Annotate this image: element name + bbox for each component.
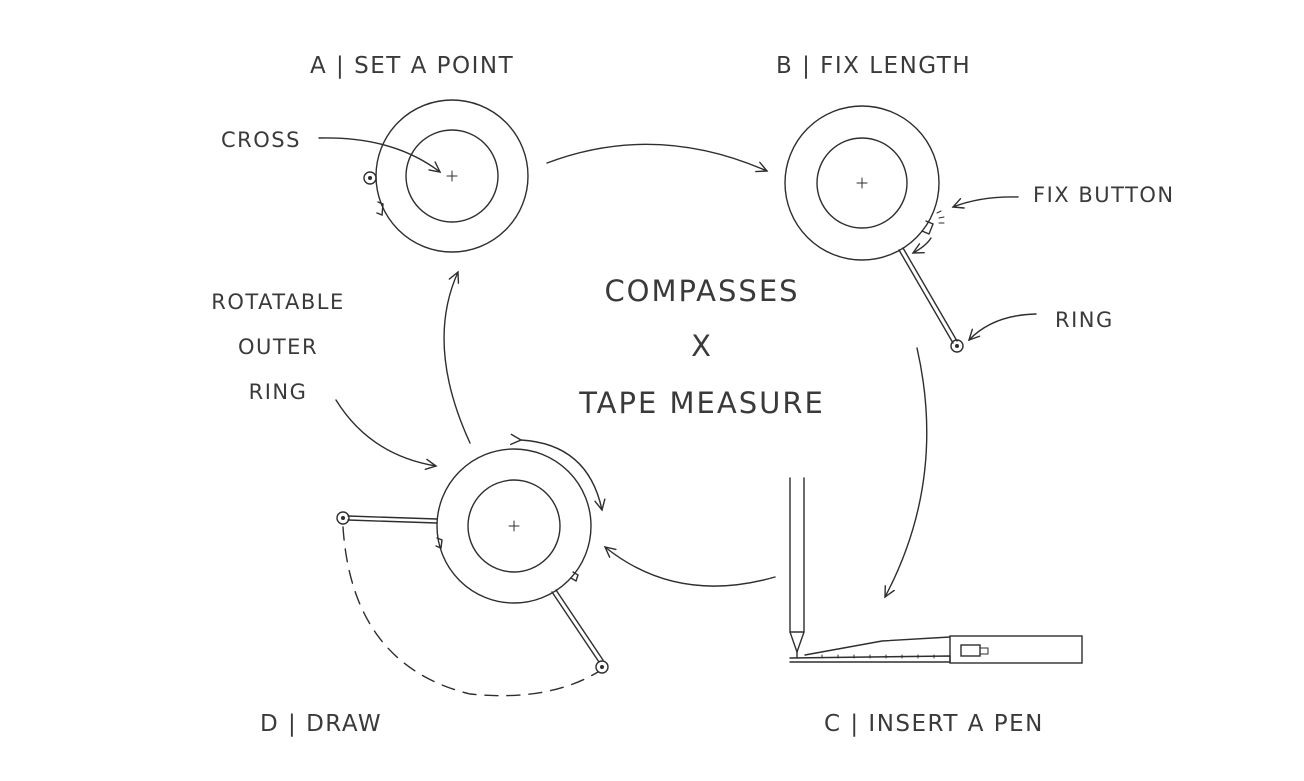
device-a-ring-icon [363, 171, 377, 185]
flow-arrow-a-to-b [546, 143, 769, 173]
flow-arrow-c-to-d [603, 546, 776, 587]
tape-blade-top [804, 636, 951, 656]
drawn-arc-dashed [342, 526, 599, 697]
device-d-side-button-icon [570, 571, 579, 583]
title-line-2: X [691, 329, 713, 363]
rotatable-label-line-2: OUTER [238, 335, 318, 359]
flow-arrow-d-to-a [443, 270, 471, 444]
device-d-left-tape [347, 515, 438, 524]
rotatable-ring-pointer-arrow [335, 399, 438, 470]
title-line-3: TAPE MEASURE [578, 386, 825, 420]
device-b-tape [898, 247, 958, 344]
device-d-right-ring-icon [595, 660, 609, 674]
tape-slider-tab [979, 647, 989, 655]
device-b-cross-icon [856, 177, 868, 189]
fix-button-pointer-arrow [951, 196, 1019, 209]
device-d-left-ring-icon [336, 511, 350, 525]
device-b-ring-icon [950, 339, 964, 353]
cross-pointer-arrow [318, 137, 442, 173]
fix-button-motion-arrow [911, 237, 932, 254]
device-d-cross-icon [508, 520, 520, 532]
rotation-double-arrow [510, 433, 606, 512]
center-title: COMPASSES X TAPE MEASURE [578, 274, 825, 420]
device-b [784, 105, 964, 353]
device-a [363, 99, 529, 253]
step-c-label: C | INSERT A PEN [824, 711, 1044, 737]
title-line-1: COMPASSES [604, 274, 799, 308]
device-d-right-tape [551, 589, 604, 663]
pen-body [789, 477, 805, 633]
device-a-cross-icon [446, 170, 458, 182]
step-d-label: D | DRAW [260, 711, 382, 737]
rotatable-label-line-1: ROTATABLE [211, 290, 345, 314]
tape-ticks [821, 654, 935, 659]
fix-button-label: FIX BUTTON [1033, 183, 1175, 207]
step-b-label: B | FIX LENGTH [776, 53, 971, 79]
tape-slider-button [960, 644, 981, 657]
device-d [336, 433, 609, 697]
cross-label: CROSS [221, 128, 301, 152]
step-a-label: A | SET A POINT [310, 53, 514, 79]
device-c [789, 477, 1083, 664]
rotatable-label-line-3: RING [249, 380, 308, 404]
device-a-inner-circle [405, 129, 499, 223]
device-b-outer-ring [784, 105, 940, 261]
device-b-press-marks [936, 210, 945, 224]
device-b-inner-circle [816, 137, 908, 229]
device-a-fix-button-icon [376, 201, 384, 216]
device-d-fix-button-icon [435, 537, 443, 549]
ring-pointer-arrow [967, 313, 1037, 342]
tape-housing [949, 635, 1083, 664]
pen-tip [789, 631, 805, 655]
flow-arrow-b-to-c [884, 347, 928, 599]
device-b-fix-button-icon [921, 220, 934, 235]
ring-label: RING [1055, 308, 1114, 332]
